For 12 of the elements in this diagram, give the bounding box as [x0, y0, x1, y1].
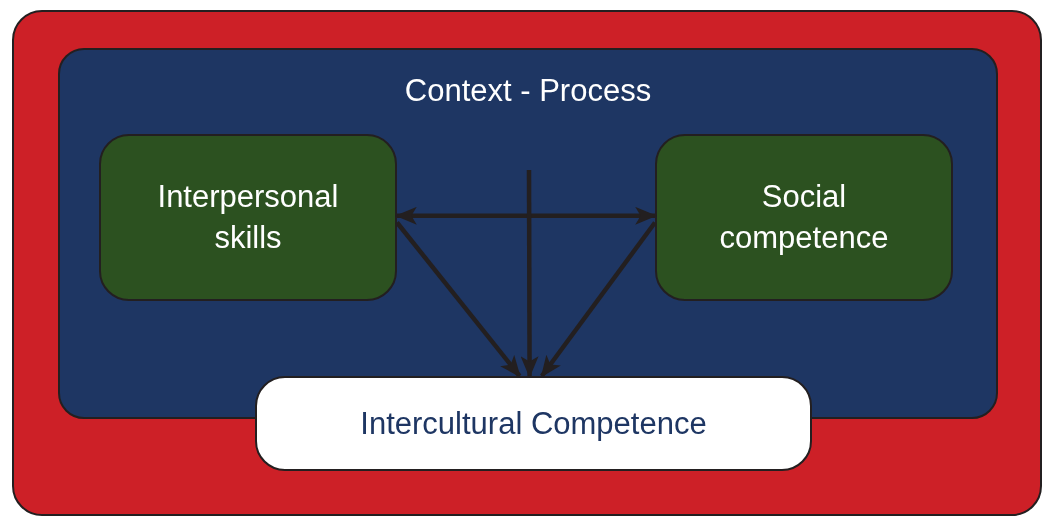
arrow [520, 170, 539, 378]
arrow [540, 221, 657, 378]
outer-frame [12, 10, 1042, 516]
result-box [255, 376, 812, 471]
node-label: Social competence [718, 177, 890, 258]
node-label: Intercultural Competence [359, 404, 708, 443]
node-label: Interpersonal skills [156, 177, 340, 258]
skill-box [655, 134, 953, 301]
skill-box [99, 134, 397, 301]
arrow [395, 206, 657, 225]
arrow [395, 221, 522, 378]
panel-title: Context - Process [403, 72, 653, 110]
